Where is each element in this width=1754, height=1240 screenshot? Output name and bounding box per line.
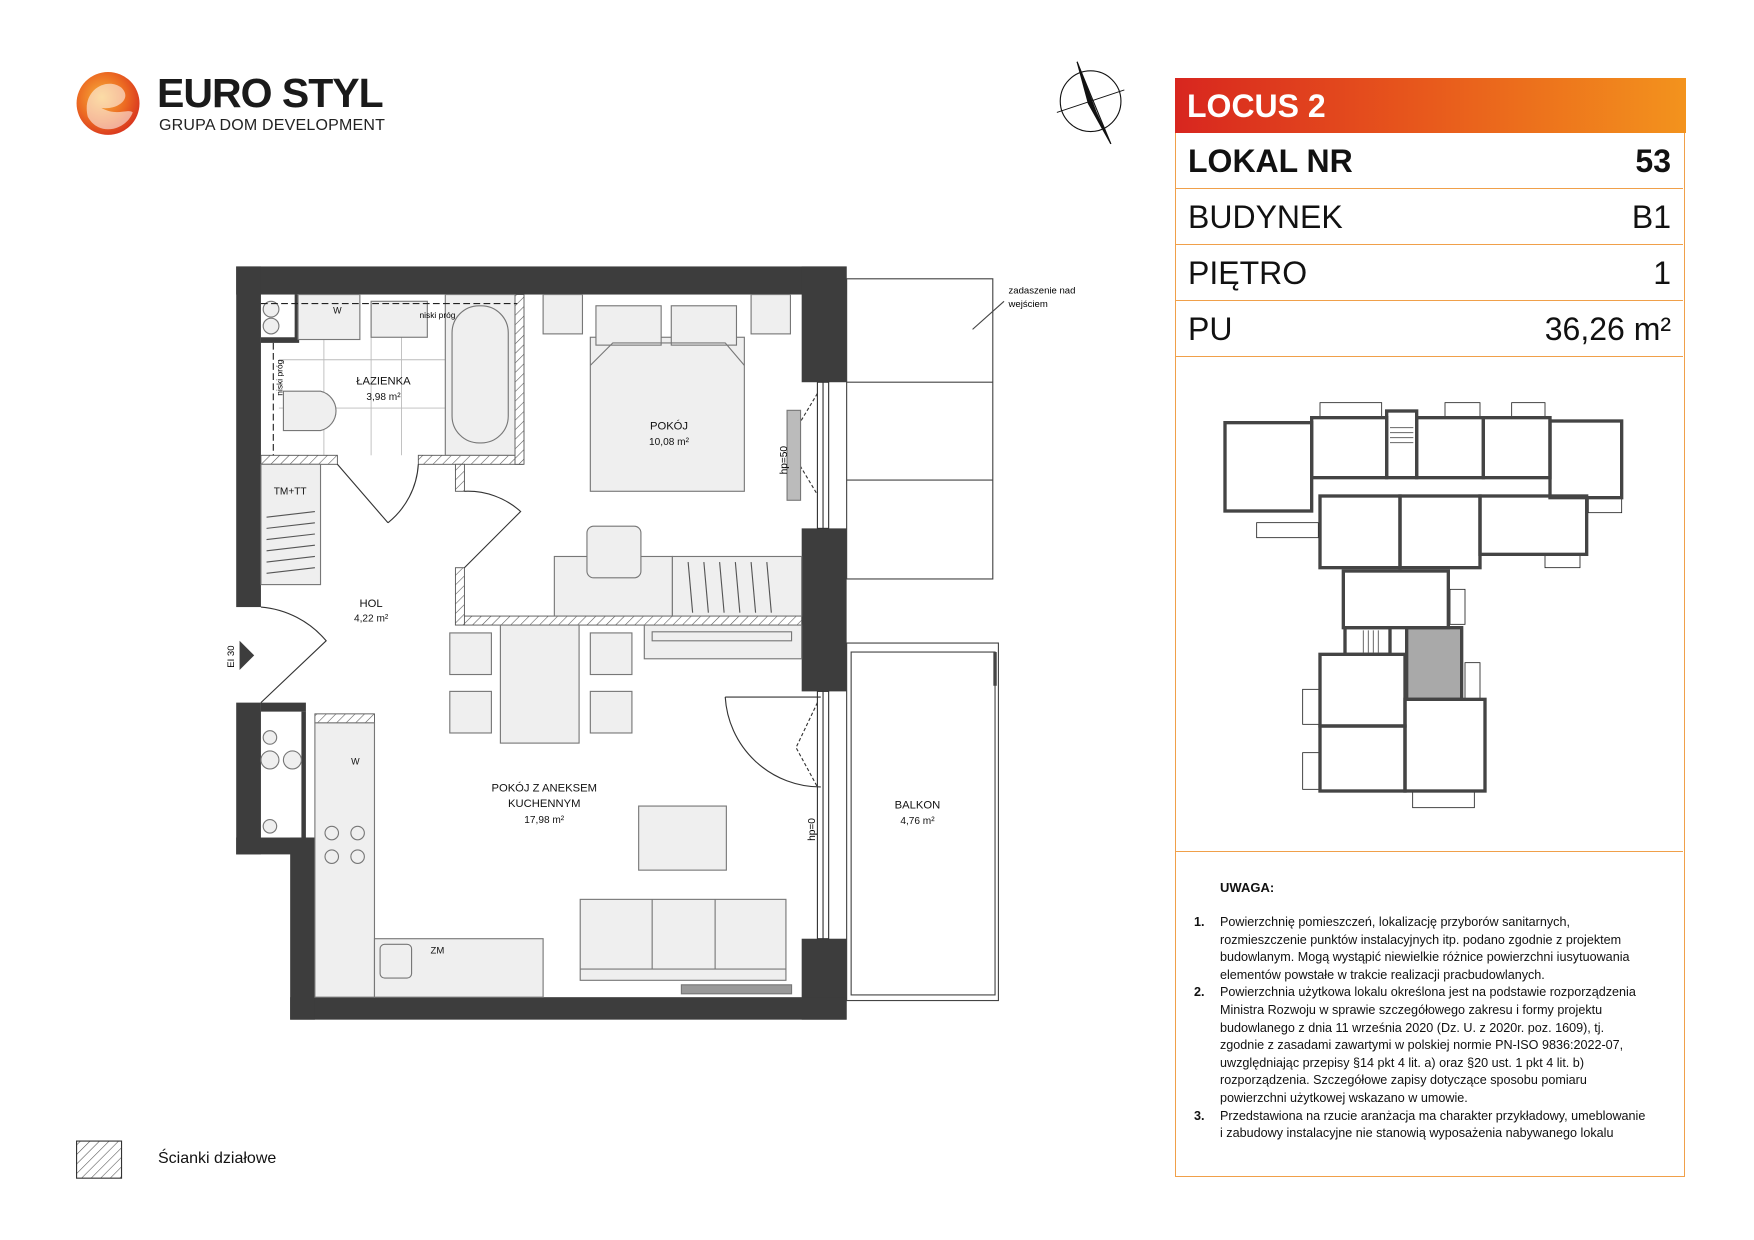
canopy-label-2: wejściem	[1008, 299, 1048, 310]
sill-height-0: hp=0	[807, 818, 818, 841]
building-key-plan	[1176, 357, 1683, 852]
entrance-marker-icon	[239, 640, 255, 671]
info-label: PU	[1188, 311, 1233, 347]
notes-title: UWAGA:	[1220, 880, 1275, 895]
info-value: 36,26 m²	[1544, 311, 1671, 347]
entrance-canopy	[846, 278, 1005, 580]
note-number: 3.	[1194, 1108, 1205, 1123]
room-name-hall: HOL	[360, 598, 383, 610]
doors	[260, 393, 821, 788]
exterior-walls	[236, 266, 847, 1020]
low-threshold-label: niski próg	[419, 310, 455, 320]
info-label: PIĘTRO	[1188, 255, 1308, 291]
windows	[816, 381, 830, 940]
highlighted-unit	[1406, 627, 1462, 700]
notes-list: 1. Powierzchnię pomieszczeń, lokalizację …	[1194, 914, 1649, 1143]
info-row-unit-number: LOKAL NR 53	[1176, 133, 1683, 189]
info-value: B1	[1631, 199, 1671, 235]
note-item: 3. Przedstawiona na rzucie aranżacja ma c…	[1194, 1108, 1649, 1143]
room-area-bathroom: 3,98 m²	[366, 392, 401, 403]
balcony	[846, 642, 999, 1002]
low-threshold-label-2: niski próg	[274, 359, 284, 395]
wardrobe-hangers	[260, 302, 772, 613]
north-arrow-icon	[1056, 61, 1125, 145]
unit-info-card: LOCUS 2 LOKAL NR 53 BUDYNEK B1 PIĘTRO 1 …	[1175, 78, 1686, 1177]
room-name-bedroom: POKÓJ	[650, 419, 688, 432]
logo-mark-icon	[76, 71, 140, 135]
project-name: LOCUS 2	[1187, 88, 1326, 124]
room-name-balcony: BALKON	[895, 799, 941, 811]
zm-label: ZM	[431, 945, 445, 956]
info-label: LOKAL NR	[1188, 143, 1353, 179]
note-text: Przedstawiona na rzucie aranżacja ma cha…	[1220, 1108, 1646, 1141]
w-label-bathroom: W	[333, 306, 342, 316]
room-name-bathroom: ŁAZIENKA	[356, 375, 411, 387]
info-value: 1	[1653, 255, 1671, 291]
info-row-building: BUDYNEK B1	[1176, 189, 1683, 245]
info-value: 53	[1635, 143, 1671, 179]
room-name-living-1: POKÓJ Z ANEKSEM	[491, 781, 597, 794]
room-area-balcony: 4,76 m²	[900, 816, 935, 827]
info-label: BUDYNEK	[1188, 199, 1343, 235]
tm-tt-label: TM+TT	[274, 487, 307, 498]
note-item: 2. Powierzchnia użytkowa lokalu określona…	[1194, 984, 1649, 1107]
note-text: Powierzchnia użytkowa lokalu określona j…	[1220, 985, 1636, 1105]
room-area-hall: 4,22 m²	[354, 614, 389, 625]
room-area-bedroom: 10,08 m²	[649, 437, 690, 448]
room-area-living: 17,98 m²	[524, 815, 565, 826]
room-name-living-2: KUCHENNYM	[508, 798, 580, 810]
sill-height-50: hp=50	[779, 446, 790, 475]
project-header: LOCUS 2	[1175, 78, 1686, 133]
info-row-floor: PIĘTRO 1	[1176, 245, 1683, 301]
furniture	[260, 293, 803, 998]
canopy-label-1: zadaszenie nad	[1009, 285, 1076, 296]
fire-rating-label: EI 30	[226, 645, 237, 667]
logo-subtitle: GRUPA DOM DEVELOPMENT	[159, 117, 386, 134]
note-number: 2.	[1194, 985, 1205, 1000]
w-label-kitchen: W	[351, 756, 360, 766]
info-row-usable-area: PU 36,26 m²	[1176, 301, 1683, 357]
legend-partition-walls: Ścianki działowe	[158, 1150, 277, 1167]
note-text: Powierzchnię pomieszczeń, lokalizację pr…	[1220, 915, 1630, 982]
logo-title: EURO STYL	[157, 70, 384, 116]
partition-legend-swatch	[76, 1140, 123, 1179]
building-key-plan-drawing	[1223, 402, 1624, 809]
note-number: 1.	[1194, 915, 1205, 929]
note-item: 1. Powierzchnię pomieszczeń, lokalizację …	[1194, 914, 1649, 984]
